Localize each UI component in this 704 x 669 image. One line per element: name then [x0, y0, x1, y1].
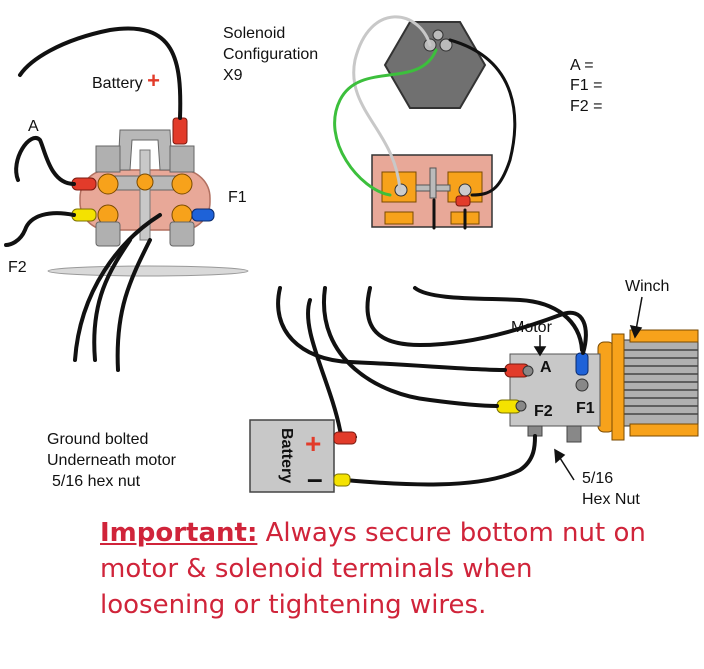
battery-label: Battery +	[92, 68, 160, 94]
motor-a-label: A	[540, 359, 552, 376]
important-note: Important: Always secure bottom nut on m…	[100, 515, 690, 623]
legend-a: A =	[570, 57, 594, 74]
white-wire	[352, 15, 432, 192]
wire-down-2	[115, 238, 152, 372]
hex-nut-label-line2: Hex Nut	[582, 491, 640, 508]
legend-f1: F1 =	[570, 77, 603, 94]
winch-top-rail	[629, 329, 699, 343]
important-text-line3: loosening or tightening wires.	[100, 590, 487, 620]
wire-f2	[4, 211, 76, 247]
solenoid-center-post	[139, 149, 151, 241]
solenoid-terminal-top-right	[169, 145, 195, 173]
hex-terminal	[439, 38, 453, 52]
terminal-f2-label: F2	[8, 259, 27, 276]
winch-flange	[611, 333, 625, 441]
wire-a	[14, 136, 76, 186]
config-title-line3: X9	[223, 67, 243, 84]
left-solenoid-assembly	[47, 117, 249, 277]
battery-label-text: Battery	[92, 75, 143, 92]
config-red-cap	[455, 195, 471, 207]
solenoid-bracket	[117, 129, 173, 171]
solenoid-config-diagram	[371, 21, 493, 228]
config-post	[429, 167, 437, 199]
battery-box: Battery + –	[249, 419, 357, 494]
motor-f1-label: F1	[576, 400, 595, 417]
battery-plus-sign: +	[305, 428, 321, 459]
ground-note-line1: Ground bolted	[47, 431, 149, 448]
pointer-arrows	[533, 296, 643, 481]
green-wire	[333, 48, 438, 197]
motor-terminal	[515, 400, 527, 412]
battery-box-label: Battery	[278, 428, 295, 483]
winch-bottom-rail	[629, 423, 699, 437]
motor-foot	[566, 425, 582, 443]
wire-down-3	[73, 213, 162, 362]
winch-label: Winch	[625, 278, 670, 295]
battery-minus-cap	[333, 473, 351, 487]
winch-drum	[619, 339, 699, 427]
config-title-line2: Configuration	[223, 46, 319, 63]
config-nut	[458, 183, 472, 197]
solenoid-nut	[97, 173, 119, 195]
terminal-f1-label: F1	[228, 189, 247, 206]
solenoid-nut	[136, 173, 154, 191]
solenoid-terminal-top-left	[95, 145, 121, 173]
solenoid-terminal-bottom-right	[169, 221, 195, 247]
config-terminal-base	[384, 211, 414, 225]
winch-assembly	[496, 329, 699, 443]
config-title-line1: Solenoid	[223, 25, 286, 42]
important-text-line2: motor & solenoid terminals when	[100, 554, 533, 584]
ground-wire	[343, 434, 537, 487]
battery-plus-label: +	[147, 68, 160, 93]
motor-terminal	[522, 365, 534, 377]
battery-wire	[18, 26, 183, 120]
battery-plus-cap	[333, 431, 357, 445]
hex-nut-label-line1: 5/16	[582, 470, 614, 487]
ground-note-line2: Underneath motor	[47, 452, 176, 469]
terminal-a-label: A	[28, 118, 39, 135]
battery-minus-sign: –	[307, 463, 323, 494]
motor-blue-cap	[575, 352, 589, 376]
battery-wire-cap	[172, 117, 188, 145]
motor-f2-label: F2	[534, 403, 553, 420]
black-wire	[448, 38, 517, 197]
wire-to-motor-f2	[321, 286, 499, 408]
important-text-line1: Always secure bottom nut on	[257, 518, 646, 548]
battery-body	[249, 419, 335, 493]
solenoid-base-plate	[47, 265, 249, 277]
solenoid-nut	[171, 173, 193, 195]
legend-f2: F2 =	[570, 98, 603, 115]
wire-down-1	[92, 238, 132, 362]
config-wires	[333, 15, 517, 230]
hex-terminal	[432, 29, 444, 41]
blue-wire-cap	[191, 208, 215, 222]
motor-label: Motor	[511, 319, 552, 336]
wire-loop	[413, 286, 584, 352]
left-solenoid-wires	[4, 26, 183, 372]
motor-terminal	[575, 378, 589, 392]
wire-to-motor-f1	[365, 286, 588, 355]
solenoid-terminal-bottom-left	[95, 221, 121, 247]
important-label: Important:	[100, 518, 258, 548]
ground-note-line3: 5/16 hex nut	[52, 473, 141, 490]
